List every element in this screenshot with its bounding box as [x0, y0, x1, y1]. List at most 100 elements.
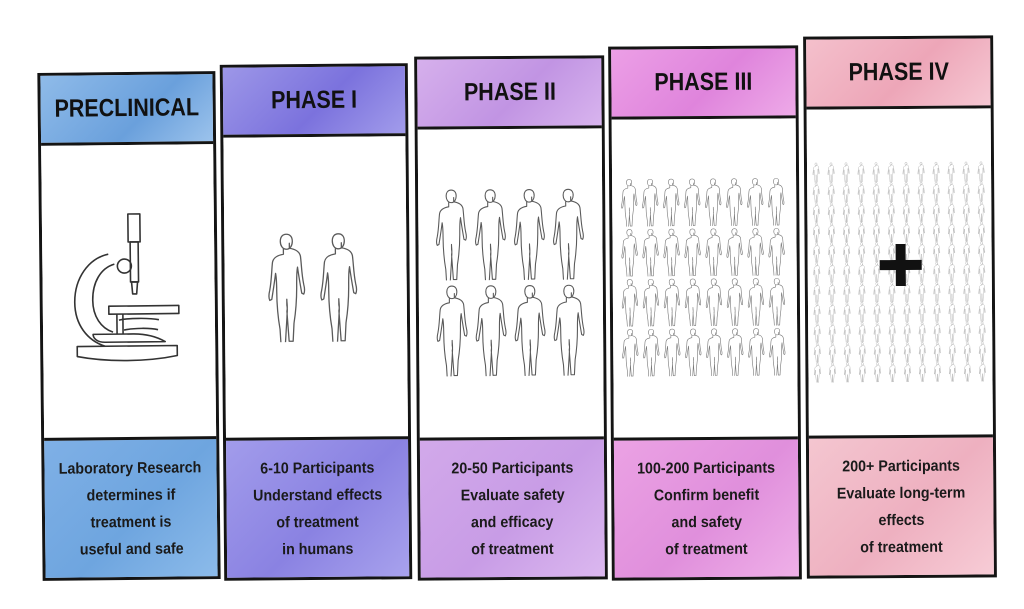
person-icon [918, 341, 926, 362]
person-icon [813, 342, 821, 363]
person-icon [872, 162, 880, 183]
phase-illustration [611, 118, 798, 438]
person-icon [963, 301, 971, 322]
person-icon [843, 242, 851, 263]
person-icon [768, 277, 786, 326]
person-icon [842, 182, 850, 203]
person-icon [813, 262, 821, 283]
person-icon [903, 301, 911, 322]
phase-line: treatment is [90, 513, 172, 531]
person-icon [684, 228, 701, 277]
person-icon [917, 181, 925, 202]
person-icon [873, 242, 881, 263]
person-icon [977, 201, 985, 222]
person-icon [663, 278, 681, 327]
person-icon [933, 241, 941, 262]
person-icon [747, 228, 764, 276]
person-icon [978, 321, 986, 342]
person-icon [932, 181, 940, 202]
person-icon [872, 222, 881, 243]
person-icon [918, 361, 927, 382]
person-icon [727, 328, 744, 376]
person-icon [917, 221, 926, 242]
person-icon [705, 278, 723, 327]
person-icon [857, 182, 865, 203]
person-icon [978, 241, 986, 262]
person-icon [947, 201, 955, 222]
person-icon [888, 242, 896, 263]
phase-line: 100-200 Participants [637, 459, 776, 477]
person-icon [888, 282, 896, 303]
phase-line: Understand effects [252, 485, 383, 505]
phase-panel-phase-3: PHASE III 100-200 Participants Confirm b… [608, 45, 802, 581]
person-icon [642, 228, 659, 277]
person-icon [917, 201, 925, 222]
person-icon [963, 321, 971, 342]
person-icon [767, 177, 785, 226]
person-icon [748, 328, 765, 376]
person-icon [933, 361, 942, 382]
person-icon [858, 342, 866, 363]
person-icon [902, 201, 910, 223]
phase-line: 200+ Participants [842, 457, 961, 475]
person-icon [843, 362, 852, 383]
person-icon [933, 301, 941, 322]
person-icon [962, 181, 970, 202]
person-icon [827, 202, 835, 223]
person-icon [887, 202, 895, 223]
phase-panel-phase-2: PHASE II 20-50 Participants Evaluate saf… [414, 55, 608, 581]
phase-illustration [417, 128, 604, 438]
phase-line: of treatment [276, 513, 360, 531]
person-icon [705, 228, 722, 277]
phase-line: of treatment [665, 540, 748, 558]
phase-line: determines if [86, 486, 176, 504]
person-icon [918, 321, 926, 342]
person-icon [933, 281, 941, 302]
person-icon [963, 241, 971, 262]
person-icon [828, 362, 837, 383]
person-icon [963, 261, 971, 282]
person-icon [932, 221, 941, 242]
person-icon [873, 362, 882, 383]
person-icon [828, 342, 836, 363]
microscope-icon [73, 213, 180, 362]
person-icon [948, 321, 956, 342]
person-icon [978, 341, 986, 362]
phase-title: PHASE III [654, 67, 753, 97]
person-icon [828, 242, 836, 263]
phase-panel-phase-4: PHASE IV 200+ Participants Evaluate long… [803, 35, 997, 579]
person-icon [857, 202, 865, 223]
person-icon [843, 282, 851, 303]
phase-illustration [223, 136, 409, 438]
person-icon [873, 342, 881, 363]
person-icon [962, 221, 971, 242]
phase-header: PHASE IV [806, 38, 991, 110]
person-icon [977, 181, 985, 202]
phase-title: PHASE I [270, 85, 358, 115]
people-crowd-plus-icon [812, 161, 987, 383]
person-icon [621, 228, 638, 277]
person-icon [621, 278, 639, 327]
person-icon [932, 201, 940, 222]
person-icon [948, 241, 956, 262]
person-icon [978, 281, 986, 302]
phase-title: PHASE IV [848, 57, 949, 87]
person-icon [887, 182, 895, 203]
person-icon [902, 181, 910, 203]
phase-panel-preclinical: PRECLINICAL Laboratory Research determin… [37, 71, 221, 581]
person-icon [683, 178, 701, 227]
phase-description: 200+ Participants Evaluate long-term eff… [808, 434, 994, 576]
person-icon [933, 341, 941, 362]
person-icon [620, 178, 638, 227]
person-icon [813, 322, 821, 343]
person-icon [843, 262, 851, 283]
phase-line: 6-10 Participants [260, 458, 375, 477]
person-icon [962, 201, 970, 222]
phase-header: PRECLINICAL [40, 74, 214, 146]
person-icon [828, 262, 836, 283]
person-icon [888, 342, 896, 363]
person-icon [828, 282, 836, 303]
person-icon [842, 162, 850, 183]
person-icon [843, 342, 851, 363]
person-icon [948, 281, 956, 302]
